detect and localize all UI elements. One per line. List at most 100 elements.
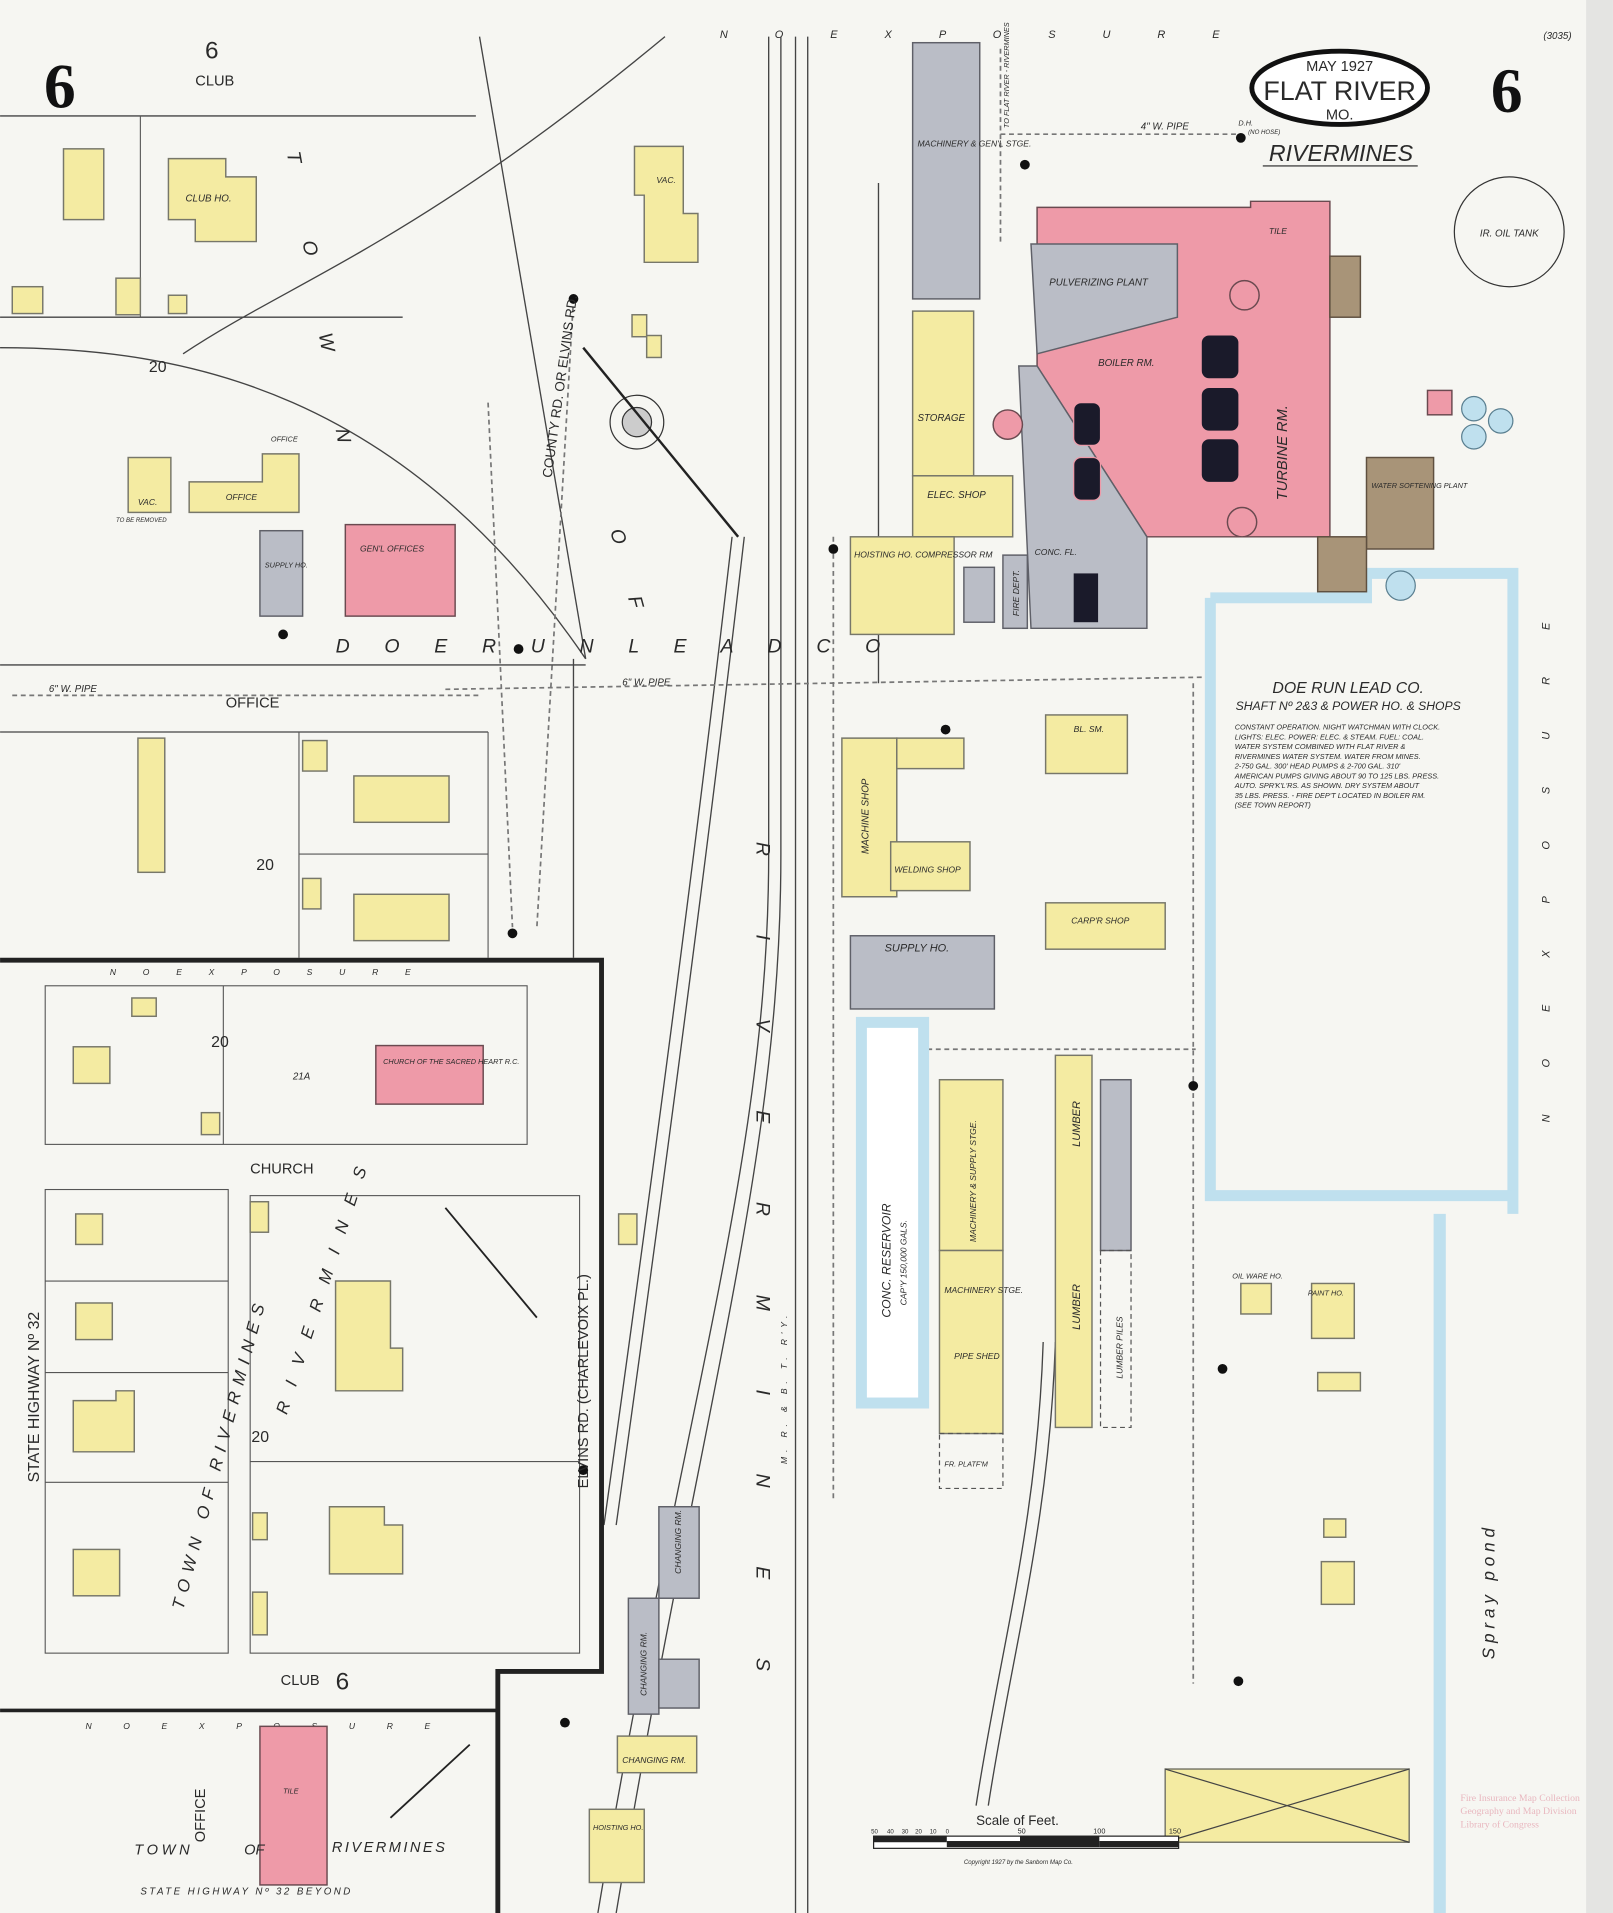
boiler — [1201, 439, 1239, 482]
title-cartouche: MAY 1927 FLAT RIVER MO. — [1249, 48, 1430, 127]
concrete-reservoir — [855, 1016, 930, 1409]
label-genl-offices: GEN'L OFFICES — [360, 543, 424, 553]
block-lot-area — [44, 985, 528, 1145]
building-small — [1323, 1518, 1347, 1538]
pipe-label: 6" W. PIPE — [49, 684, 98, 695]
description-title: DOE RUN LEAD CO. — [1272, 680, 1424, 697]
outbuilding — [301, 877, 322, 910]
dwelling — [72, 1046, 111, 1085]
outbuilding — [631, 314, 648, 338]
railroad-spur — [603, 536, 733, 1526]
description-line: RIVERMINES WATER SYSTEM. WATER FROM MINE… — [1235, 752, 1421, 761]
scale-segment — [873, 1836, 947, 1843]
dwelling — [72, 1548, 121, 1597]
oil-tank-label: IR. OIL TANK — [1480, 229, 1539, 240]
state-highway-label: STATE HIGHWAY Nº 32 — [26, 1312, 43, 1483]
hydrant-marker — [828, 544, 839, 554]
state-highway-beyond-label: STATE HIGHWAY Nº 32 BEYOND — [140, 1887, 352, 1898]
building-welding-shop — [889, 841, 971, 892]
label-supply-ho-left: SUPPLY HO. — [265, 560, 308, 569]
club-street-label-bottom: CLUB — [281, 1673, 320, 1689]
building-supply-house-left — [259, 529, 304, 617]
platform — [938, 1432, 1004, 1490]
water-tank — [1461, 423, 1487, 450]
office-street-label: OFFICE — [226, 696, 280, 712]
elvins-rd-label: ELVINS RD. (CHARLEVOIX PL.) — [576, 1274, 592, 1488]
label-office-b: OFFICE — [271, 435, 298, 444]
building-fire-dept — [1002, 554, 1029, 630]
label-vac-top: VAC. — [656, 175, 675, 185]
dwelling — [72, 1390, 135, 1453]
outbuilding — [167, 294, 188, 315]
water-tank — [1487, 408, 1514, 434]
oil-tank — [1453, 176, 1565, 288]
label-tile: TILE — [1269, 226, 1287, 236]
scale-tick: 40 — [887, 1829, 894, 1836]
building-machinery-storage-b — [938, 1249, 1004, 1435]
subtitle-rivermines: RIVERMINES — [1269, 140, 1414, 166]
building-storage — [911, 310, 975, 477]
boiler — [1201, 387, 1239, 431]
rivermines-big-label: R I V E R M I N E S — [751, 842, 773, 1708]
compass-center — [621, 406, 653, 438]
lot-number-21a: 21A — [292, 1072, 310, 1083]
scale-tick: 30 — [902, 1829, 909, 1836]
stack — [1226, 506, 1258, 538]
scale-segment — [1020, 1836, 1100, 1848]
pipe-label: 6" W. PIPE — [622, 678, 671, 689]
hydrant-marker — [1233, 1676, 1244, 1687]
town-label-bottom: TOWN — [134, 1842, 193, 1858]
hydrant-marker — [507, 928, 518, 939]
club-street-number-top: 6 — [205, 38, 219, 65]
siding — [987, 1342, 1057, 1806]
scale-tick: 0 — [946, 1829, 950, 1836]
lumber-piles-area — [1099, 1249, 1132, 1429]
outbuilding — [11, 285, 44, 315]
pipe — [487, 402, 514, 928]
building-blacksmith — [1044, 714, 1129, 775]
description-line: CONSTANT OPERATION. NIGHT WATCHMAN WITH … — [1235, 723, 1440, 732]
block-lot-area — [44, 1188, 229, 1654]
dwelling — [74, 1302, 114, 1341]
pipe — [445, 676, 1208, 691]
shed-cross — [1165, 1768, 1410, 1843]
library-watermark: Fire Insurance Map Collection Geography … — [1460, 1793, 1580, 1831]
label-tile-bottom: TILE — [283, 1786, 299, 1795]
cistern — [1385, 570, 1416, 601]
scale-bar: Scale of Feet. 50 40 30 20 10 0 50 100 1… — [871, 1813, 1181, 1866]
label-church: CHURCH OF THE SACRED HEART R.C. — [383, 1057, 519, 1066]
building-office — [188, 453, 300, 514]
curved-road — [0, 347, 587, 660]
north-arrow-icon — [444, 1207, 538, 1319]
sheet-number-left: 6 — [44, 50, 76, 121]
hydrant-marker — [560, 1717, 570, 1728]
building-stone — [1316, 536, 1368, 593]
rivermines-label-bottom: RIVERMINES — [332, 1840, 447, 1856]
reservoir-capacity: CAP'Y 150,000 GALS. — [899, 1220, 909, 1305]
label-paint-ho: PAINT HO. — [1308, 1289, 1344, 1298]
outbuilding — [301, 739, 328, 772]
building-changing-room-c — [616, 1735, 698, 1774]
label-pipe-shed: PIPE SHED — [954, 1351, 1000, 1361]
label-machine-shop: MACHINE SHOP — [861, 778, 872, 854]
sheet-reference: (3035) — [1543, 31, 1571, 42]
sheet-number-right: 6 — [1491, 55, 1523, 126]
hydrant-marker — [1235, 132, 1246, 143]
outbuilding — [251, 1512, 268, 1541]
boiler — [1073, 456, 1102, 501]
label-water-softening: WATER SOFTENING PLANT — [1371, 481, 1468, 490]
north-arrow-icon — [582, 346, 740, 538]
label-mach-stge: MACHINERY STGE. — [944, 1285, 1023, 1295]
label-mach-supply: MACHINERY & SUPPLY STGE. — [968, 1120, 978, 1242]
scale-tick: 20 — [915, 1829, 922, 1836]
block-number: 20 — [211, 1034, 229, 1051]
dwelling — [353, 775, 450, 824]
description-line: AMERICAN PUMPS GIVING ABOUT 90 TO 125 LB… — [1234, 771, 1439, 780]
building-iron-shed — [1099, 1078, 1132, 1252]
description-subtitle: SHAFT Nº 2&3 & POWER HO. & SHOPS — [1236, 699, 1461, 713]
exposure-lower-left: N O E X P O S U R E — [110, 967, 423, 977]
scale-tick: 50 — [871, 1829, 878, 1836]
dwelling — [328, 1505, 404, 1575]
compass-rose — [609, 394, 665, 450]
